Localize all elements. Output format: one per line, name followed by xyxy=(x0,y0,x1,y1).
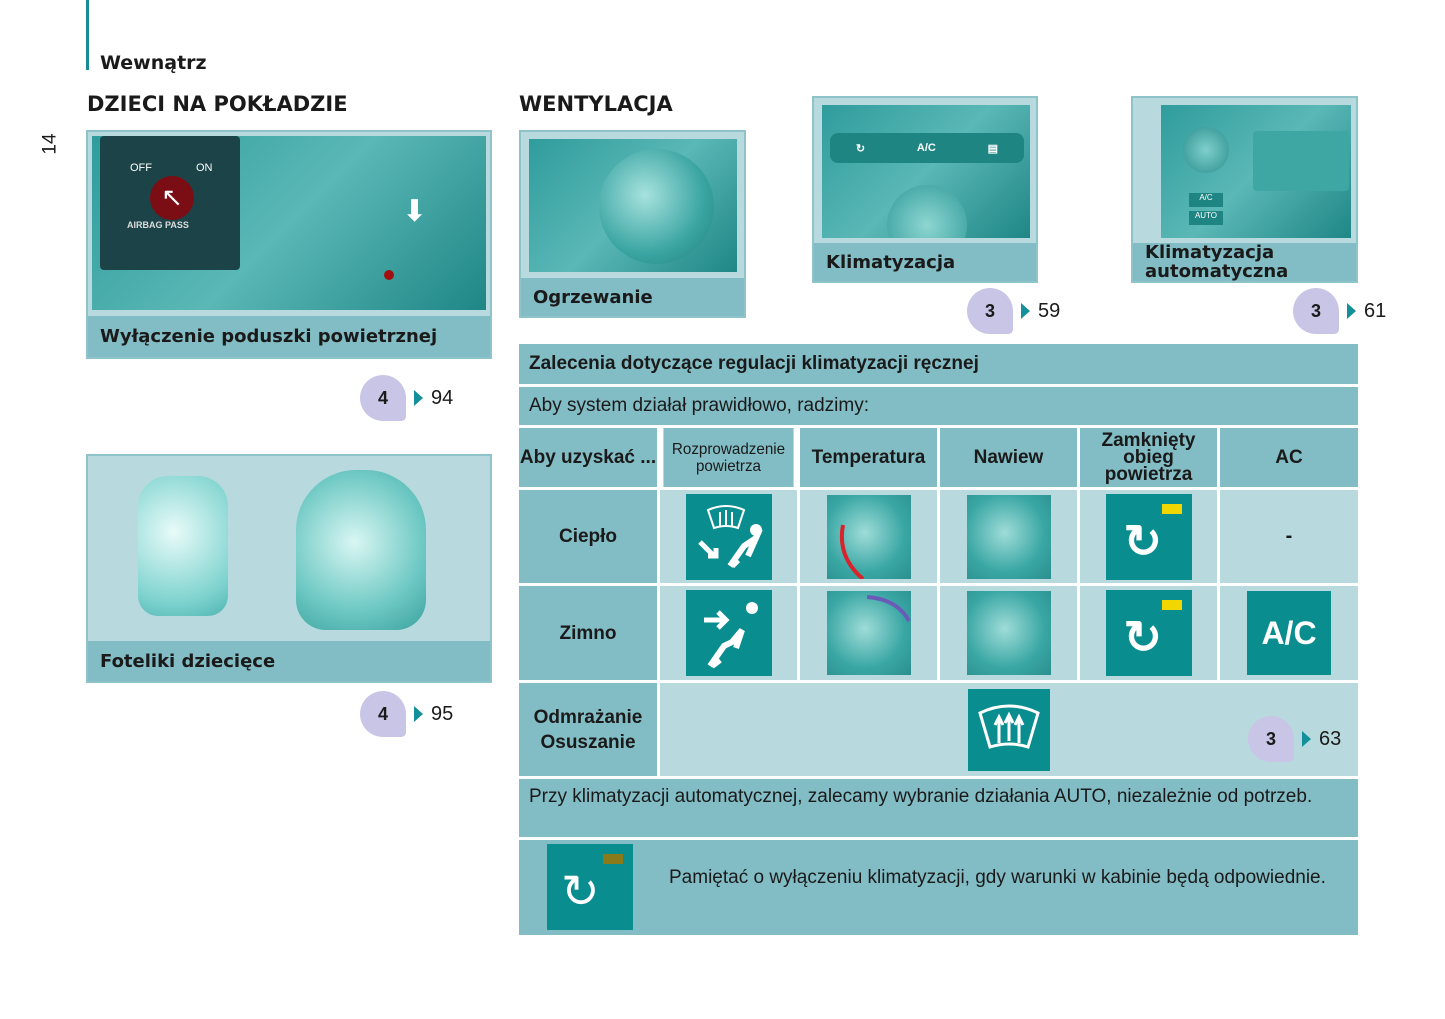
children-title: DZIECI NA POKŁADZIE xyxy=(87,92,348,116)
manual-ac-panel: ↻ A/C ▤ Klimatyzacja xyxy=(812,96,1038,283)
label-line: Odmrażanie xyxy=(533,706,643,728)
arrow-icon: ↖ xyxy=(150,176,194,220)
cell xyxy=(800,490,937,583)
auto-ac-knob xyxy=(1183,127,1229,173)
switch-location-icon xyxy=(384,270,394,280)
air-to-face-icon xyxy=(685,590,772,676)
chapter-badge: 4 xyxy=(360,691,406,737)
booster-seat-image xyxy=(138,476,228,616)
airbag-pass-label: AIRBAG PASS xyxy=(127,220,189,230)
auto-button-label: AUTO xyxy=(1189,211,1223,225)
auto-note: Przy klimatyzacji automatycznej, zalecam… xyxy=(519,779,1358,837)
page-ref: 59 xyxy=(1038,299,1061,322)
child-seats-panel: Foteliki dziecięce xyxy=(86,454,492,683)
chapter-badge: 3 xyxy=(967,288,1013,334)
recirculation-on-icon: ↻ xyxy=(1105,493,1192,580)
baby-seat-image xyxy=(296,470,426,630)
fan-speed-knob-icon xyxy=(966,591,1051,675)
ref-seats[interactable]: 4 95 xyxy=(360,691,453,737)
table-title: Zalecenia dotyczące regulacji klimatyzac… xyxy=(519,344,1358,384)
heating-caption: Ogrzewanie xyxy=(521,278,744,316)
ac-value-heat: - xyxy=(1220,490,1358,583)
recirculation-icon: ↻ xyxy=(855,142,866,155)
cell xyxy=(940,490,1077,583)
page-number: 14 xyxy=(39,133,61,155)
chapter-badge: 3 xyxy=(1293,288,1339,334)
fan-speed-knob-icon xyxy=(966,494,1051,579)
cell: ↻ xyxy=(1080,490,1217,583)
arrow-right-icon xyxy=(1302,731,1311,747)
arrow-right-icon xyxy=(1347,303,1356,319)
ref-airbag[interactable]: 4 94 xyxy=(360,375,453,421)
cell xyxy=(660,683,1358,776)
pointer-arrow-icon: ⬇ xyxy=(402,195,428,228)
cell xyxy=(800,586,937,680)
ref-defrost[interactable]: 3 63 xyxy=(1248,716,1341,762)
page-ref: 94 xyxy=(431,386,454,409)
cell xyxy=(660,490,797,583)
page-ref: 95 xyxy=(431,702,454,725)
cell xyxy=(660,586,797,680)
chapter-badge: 3 xyxy=(1248,716,1294,762)
airbag-caption: Wyłączenie poduszki powietrznej xyxy=(88,316,490,357)
page-ref: 63 xyxy=(1319,727,1342,750)
col-header: AC xyxy=(1220,428,1358,487)
col-header: Temperatura xyxy=(800,428,937,487)
manual-ac-image: ↻ A/C ▤ xyxy=(822,105,1030,238)
cell: A/C xyxy=(1220,586,1358,680)
ref-auto-ac[interactable]: 3 61 xyxy=(1293,288,1386,334)
air-to-feet-windscreen-icon xyxy=(685,493,772,580)
on-label: ON xyxy=(196,162,213,174)
section-label: Wewnątrz xyxy=(100,52,207,74)
caption-line: Klimatyzacja xyxy=(1145,242,1275,263)
heating-image xyxy=(529,139,737,272)
arrow-right-icon xyxy=(1021,303,1030,319)
col-header: Rozprowadzenie powietrza xyxy=(663,428,794,487)
reminder-row: ↻ Pamiętać o wyłączeniu klimatyzacji, gd… xyxy=(519,840,1358,935)
temperature-knob-cold-icon xyxy=(826,591,911,675)
manual-ac-caption: Klimatyzacja xyxy=(814,243,1036,281)
col-header: Zamknięty obieg powietrza xyxy=(1080,428,1217,487)
temperature-knob-hot-icon xyxy=(826,494,911,579)
section-marker-line xyxy=(86,0,89,70)
recirculation-off-icon: ↻ xyxy=(547,844,633,930)
ventilation-title: WENTYLACJA xyxy=(519,92,673,116)
temperature-knob xyxy=(599,149,714,264)
label-line: Osuszanie xyxy=(540,731,636,753)
col-header: Nawiew xyxy=(940,428,1077,487)
ac-button-bar: ↻ A/C ▤ xyxy=(830,133,1024,163)
arrow-right-icon xyxy=(414,390,423,406)
airbag-panel: OFF ON ↖ AIRBAG PASS ⬇ Wyłączenie podusz… xyxy=(86,130,492,359)
windscreen-defrost-icon xyxy=(968,688,1050,771)
fan-knob xyxy=(887,185,967,238)
row-label-heat: Ciepło xyxy=(519,490,657,583)
caption-line: automatyczna xyxy=(1145,261,1289,282)
seats-caption: Foteliki dziecięce xyxy=(88,641,490,681)
page-ref: 61 xyxy=(1364,299,1387,322)
ref-manual-ac[interactable]: 3 59 xyxy=(967,288,1060,334)
cell xyxy=(940,586,1077,680)
airbag-switch: OFF ON ↖ AIRBAG PASS xyxy=(100,136,240,270)
arrow-right-icon xyxy=(414,706,423,722)
ac-icon: A/C xyxy=(1247,591,1331,675)
airbag-image: OFF ON ↖ AIRBAG PASS ⬇ xyxy=(92,136,486,310)
auto-ac-image: A/C AUTO xyxy=(1161,105,1351,238)
chapter-badge: 4 xyxy=(360,375,406,421)
row-label-cold: Zimno xyxy=(519,586,657,680)
ac-button-label: A/C xyxy=(1189,193,1223,207)
heating-panel: Ogrzewanie xyxy=(519,130,746,318)
recirculation-on-icon: ↻ xyxy=(1105,590,1192,676)
ac-button-label: A/C xyxy=(916,142,936,154)
auto-ac-display xyxy=(1253,131,1349,191)
off-label: OFF xyxy=(130,162,152,174)
reminder-text: Pamiętać o wyłączeniu klimatyzacji, gdy … xyxy=(669,867,1326,888)
cell: ↻ xyxy=(1080,586,1217,680)
rear-defrost-icon: ▤ xyxy=(987,142,999,155)
col-header: Aby uzyskać ... xyxy=(519,428,657,487)
table-subtitle: Aby system działał prawidłowo, radzimy: xyxy=(519,387,1358,425)
